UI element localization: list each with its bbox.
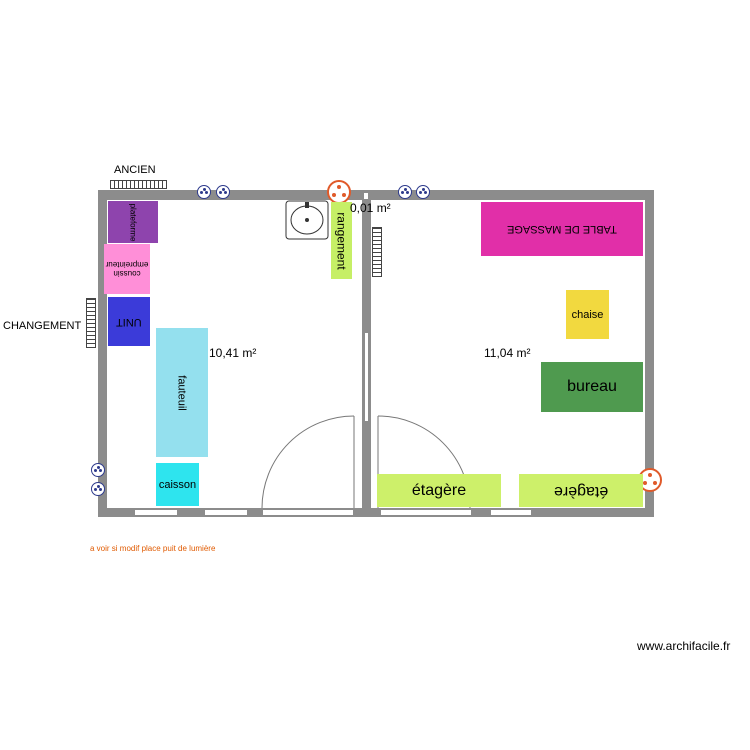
- outlet-icon: [416, 185, 430, 199]
- etagere-1[interactable]: étagère: [377, 474, 501, 507]
- table-massage-label: TABLE DE MASSAGE: [507, 223, 617, 235]
- chaise-label: chaise: [571, 308, 604, 321]
- unit[interactable]: UNIT: [108, 297, 150, 346]
- wall-right: [645, 190, 654, 517]
- fauteuil[interactable]: fauteuil: [156, 328, 208, 457]
- wall-left: [98, 190, 107, 517]
- socket-icon: [327, 180, 351, 204]
- sink-icon: [285, 200, 329, 240]
- radiator-icon: [110, 180, 167, 189]
- fauteuil-label: fauteuil: [175, 374, 188, 411]
- area-right: 11,04 m²: [484, 346, 531, 360]
- watermark: www.archifacile.fr: [637, 639, 731, 653]
- outlet-icon: [91, 463, 105, 477]
- chaise[interactable]: chaise: [566, 290, 609, 339]
- plateforme-label: plateforme: [128, 203, 138, 241]
- rangement-label: rangement: [334, 211, 349, 270]
- wall-bottom: [98, 508, 654, 517]
- caisson[interactable]: caisson: [156, 463, 199, 506]
- caisson-label: caisson: [158, 478, 197, 491]
- outlet-icon: [91, 482, 105, 496]
- plateforme[interactable]: plateforme: [108, 201, 158, 243]
- outlet-icon: [398, 185, 412, 199]
- coussin-label: coussin empreinteur: [105, 260, 149, 278]
- outlet-icon: [216, 185, 230, 199]
- note: a voir si modif place puit de lumière: [90, 544, 216, 553]
- etagere-2[interactable]: étagère: [519, 474, 643, 507]
- bureau[interactable]: bureau: [541, 362, 643, 412]
- window-bottom-1: [134, 509, 178, 516]
- etagere-1-label: étagère: [411, 481, 467, 499]
- door-opening-left: [262, 509, 354, 516]
- window-bottom-2: [204, 509, 248, 516]
- radiator-icon: [86, 298, 96, 348]
- window-middle: [364, 332, 369, 422]
- rangement[interactable]: rangement: [331, 202, 352, 279]
- etagere-2-label: étagère: [553, 482, 609, 500]
- wall-top: [98, 190, 654, 200]
- table-massage[interactable]: TABLE DE MASSAGE: [481, 202, 643, 256]
- door-opening-right: [380, 509, 472, 516]
- coussin[interactable]: coussin empreinteur: [104, 244, 150, 294]
- ancien-label: ANCIEN: [114, 164, 156, 176]
- window-bottom-3: [490, 509, 532, 516]
- outlet-icon: [197, 185, 211, 199]
- bureau-label: bureau: [567, 378, 617, 395]
- door-gap-top: [363, 192, 369, 200]
- radiator-icon: [372, 227, 382, 277]
- area-left: 10,41 m²: [209, 346, 257, 360]
- changement-label: CHANGEMENT: [3, 320, 82, 332]
- area-small: 0,01 m²: [350, 201, 391, 215]
- unit-label: UNIT: [116, 315, 142, 328]
